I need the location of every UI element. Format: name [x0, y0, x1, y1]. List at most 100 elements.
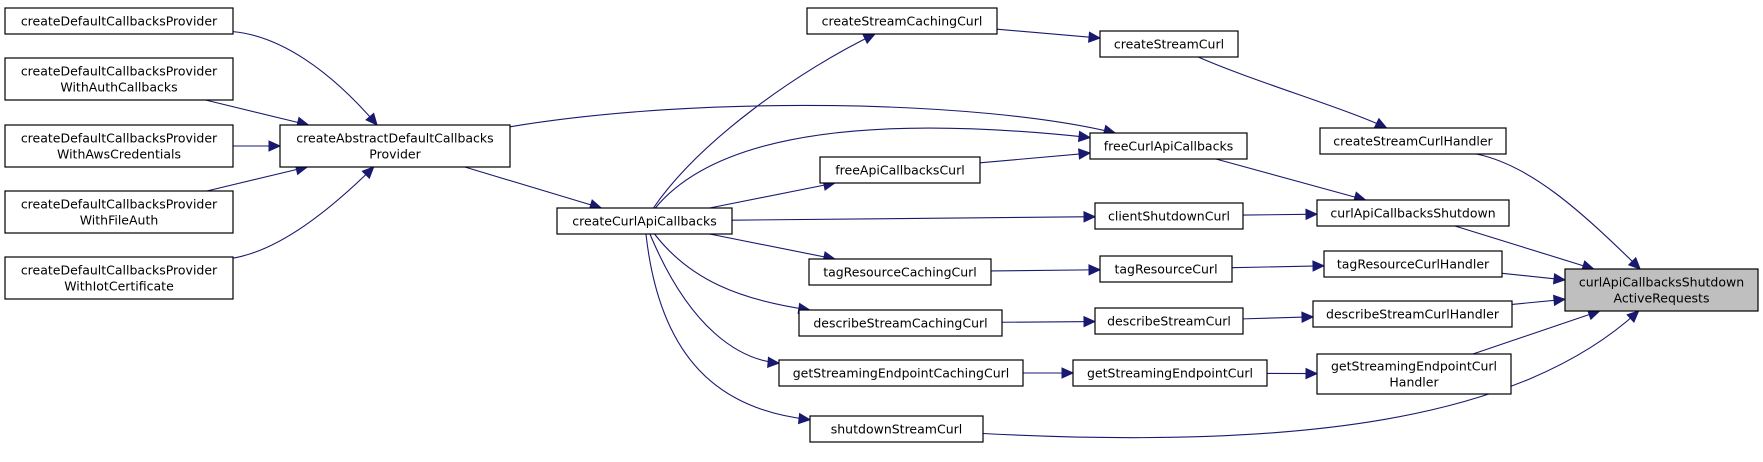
edge-line-ssc-to-root — [982, 310, 1640, 439]
node-ssc[interactable]: shutdownStreamCurl — [809, 415, 984, 443]
node-cdcp_file[interactable]: createDefaultCallbacksProviderWithFileAu… — [4, 190, 234, 234]
edge-line-cadcp-to-fcac — [509, 104, 1116, 134]
node-box-cdcp_auth[interactable] — [4, 57, 234, 101]
edges-layer — [205, 28, 1641, 439]
edge-fcac-to-cacs — [1215, 158, 1367, 203]
edge-line-cadcp-to-ccac — [464, 166, 602, 209]
node-label-cdcp_auth-line-0: createDefaultCallbacksProvider — [21, 64, 218, 79]
node-box-cdcp_iot[interactable] — [4, 256, 234, 300]
node-label-cdcp_file-line-0: createDefaultCallbacksProvider — [21, 197, 218, 212]
arrowhead-dscc-to-dsc — [1083, 315, 1097, 328]
node-cdcp[interactable]: createDefaultCallbacksProvider — [4, 7, 234, 35]
node-label-gsec-line-0: getStreamingEndpointCurl — [1087, 366, 1253, 381]
node-box-cadcp[interactable] — [279, 124, 511, 168]
edge-csdc-to-cacs — [1242, 208, 1319, 221]
node-cdcp_auth[interactable]: createDefaultCallbacksProviderWithAuthCa… — [4, 57, 234, 101]
edge-line-fcac-to-cacs — [1215, 158, 1366, 201]
node-cacs[interactable]: curlApiCallbacksShutdown — [1316, 199, 1510, 227]
arrowhead-dsc-to-dsch — [1301, 311, 1315, 323]
node-box-dsch[interactable] — [1312, 300, 1513, 328]
node-box-fcac[interactable] — [1089, 132, 1248, 160]
node-dsc[interactable]: describeStreamCurl — [1094, 307, 1244, 335]
node-box-csch[interactable] — [1319, 127, 1507, 155]
node-gsecc[interactable]: getStreamingEndpointCachingCurl — [778, 359, 1024, 387]
arrowhead-trch-to-root — [1552, 272, 1567, 285]
arrowhead-ccac-to-ssc — [797, 412, 812, 425]
node-ccac[interactable]: createCurlApiCallbacks — [556, 207, 733, 235]
node-box-gsec[interactable] — [1072, 359, 1268, 387]
node-label-ssc-line-0: shutdownStreamCurl — [831, 422, 962, 437]
node-box-cacs[interactable] — [1316, 199, 1510, 227]
node-fcac[interactable]: freeCurlApiCallbacks — [1089, 132, 1248, 160]
node-cdcp_iot[interactable]: createDefaultCallbacksProviderWithIotCer… — [4, 256, 234, 300]
node-box-cscc[interactable] — [806, 7, 998, 35]
arrowhead-facb-to-fcac — [1078, 148, 1092, 160]
node-facb[interactable]: freeApiCallbacksCurl — [819, 156, 981, 184]
arrowhead-cscurl-to-csch — [1373, 117, 1388, 129]
edge-cdcp_aws-to-cadcp — [233, 140, 282, 152]
node-cdcp_aws[interactable]: createDefaultCallbacksProviderWithAwsCre… — [4, 124, 234, 168]
node-csch[interactable]: createStreamCurlHandler — [1319, 127, 1507, 155]
node-box-gsecc[interactable] — [778, 359, 1024, 387]
node-gsec[interactable]: getStreamingEndpointCurl — [1072, 359, 1268, 387]
node-box-trc[interactable] — [1099, 255, 1233, 283]
node-box-root[interactable] — [1564, 268, 1759, 312]
node-label-root-line-1: ActiveRequests — [1614, 291, 1710, 306]
node-cscc[interactable]: createStreamCachingCurl — [806, 7, 998, 35]
edge-line-dsc-to-dsch — [1242, 316, 1314, 320]
node-label-root-line-0: curlApiCallbacksShutdown — [1579, 275, 1744, 290]
node-box-csdc[interactable] — [1094, 202, 1244, 230]
edge-line-cdcp-to-cadcp — [232, 31, 378, 126]
node-box-ssc[interactable] — [809, 415, 984, 443]
node-cscurl[interactable]: createStreamCurl — [1099, 30, 1239, 58]
edge-line-gsech-to-root — [1472, 310, 1600, 355]
node-dscc[interactable]: describeStreamCachingCurl — [798, 309, 1003, 337]
arrowhead-ccac-to-cscc — [862, 33, 877, 45]
node-label-csch-line-0: createStreamCurlHandler — [1333, 134, 1493, 149]
node-box-trch[interactable] — [1323, 250, 1503, 278]
node-box-gsech[interactable] — [1316, 353, 1512, 395]
node-trcc[interactable]: tagResourceCachingCurl — [808, 258, 992, 286]
arrowhead-gsecc-to-gsec — [1061, 367, 1075, 379]
node-label-cdcp_aws-line-0: createDefaultCallbacksProvider — [21, 131, 218, 146]
node-csdc[interactable]: clientShutdownCurl — [1094, 202, 1244, 230]
node-label-ccac-line-0: createCurlApiCallbacks — [572, 214, 716, 229]
edge-line-ccac-to-gsecc — [649, 233, 780, 364]
edge-dscc-to-dsc — [1001, 315, 1097, 328]
node-box-dsc[interactable] — [1094, 307, 1244, 335]
arrowhead-dsch-to-root — [1552, 294, 1567, 307]
edge-line-cscc-to-cscurl — [996, 28, 1101, 39]
arrowhead-ccac-to-gsecc — [767, 356, 781, 368]
edge-line-facb-to-fcac — [979, 152, 1091, 164]
node-label-cdcp_auth-line-1: WithAuthCallbacks — [60, 80, 177, 95]
node-dsch[interactable]: describeStreamCurlHandler — [1312, 300, 1513, 328]
node-box-cdcp_file[interactable] — [4, 190, 234, 234]
edge-ccac-to-facb — [709, 179, 837, 209]
edge-line-cdcp_auth-to-cadcp — [205, 99, 309, 126]
edge-line-trc-to-trch — [1231, 265, 1325, 269]
node-box-trcc[interactable] — [808, 258, 992, 286]
node-trc[interactable]: tagResourceCurl — [1099, 255, 1233, 283]
node-label-cdcp_iot-line-1: WithIotCertificate — [64, 279, 174, 294]
node-box-cdcp_aws[interactable] — [4, 124, 234, 168]
edge-line-ccac-to-trcc — [709, 233, 835, 260]
node-box-ccac[interactable] — [556, 207, 733, 235]
edge-line-cscurl-to-csch — [1198, 56, 1387, 129]
node-label-cdcp_iot-line-0: createDefaultCallbacksProvider — [21, 263, 218, 278]
node-box-cscurl[interactable] — [1099, 30, 1239, 58]
arrowhead-csdc-to-cacs — [1305, 208, 1319, 221]
edge-ccac-to-gsecc — [649, 233, 781, 368]
edge-line-ccac-to-csdc — [731, 216, 1096, 221]
arrowhead-ssc-to-root — [1626, 310, 1640, 324]
edge-cdcp_file-to-cadcp — [206, 164, 309, 192]
node-label-cadcp-line-1: Provider — [369, 147, 421, 162]
node-label-gsech-line-1: Handler — [1389, 375, 1439, 390]
node-trch[interactable]: tagResourceCurlHandler — [1323, 250, 1503, 278]
node-box-cdcp[interactable] — [4, 7, 234, 35]
node-box-dscc[interactable] — [798, 309, 1003, 337]
edge-ccac-to-fcac — [654, 127, 1092, 209]
node-box-facb[interactable] — [819, 156, 981, 184]
